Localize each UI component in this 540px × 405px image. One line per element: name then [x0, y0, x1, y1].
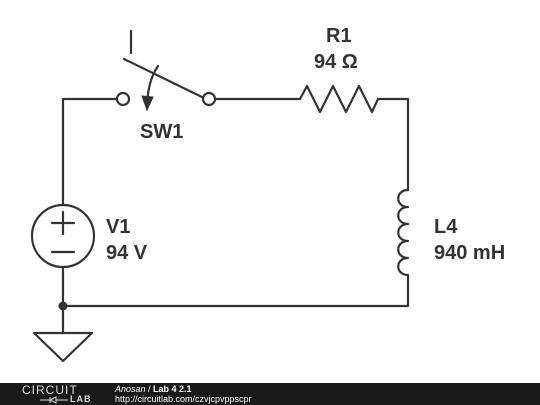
resistor-r1	[298, 84, 380, 114]
logo-text-bottom: LAB	[70, 394, 92, 404]
switch-terminal-left	[115, 91, 131, 107]
wire-left-top	[61, 97, 119, 207]
switch-blade	[122, 57, 208, 101]
circuit-schematic: SW1 R1 94 Ω V1 94 V L4 940 mH	[30, 25, 505, 363]
voltage-source-v1	[30, 203, 96, 269]
footer-bar: CIRCUIT LAB Anosan / Lab 4 2.1 http://ci…	[0, 383, 540, 405]
author-name[interactable]: Anosan	[115, 384, 146, 394]
junction-dot	[58, 301, 68, 311]
source-plus-sign	[50, 210, 76, 236]
inductor-l4	[397, 188, 410, 285]
switch-arrowhead	[141, 95, 154, 112]
meta-separator: /	[145, 384, 154, 394]
logo-text-top: CIRCUIT	[22, 383, 78, 397]
inductor-value-label: 940 mH	[434, 242, 505, 264]
resistor-value-label: 94 Ω	[314, 51, 358, 73]
wire-resistor-inductor	[376, 97, 410, 192]
circuit-title[interactable]: Lab 4 2.1	[153, 384, 192, 394]
switch-name-label: SW1	[140, 121, 183, 143]
logo-circuit-icon	[40, 396, 68, 404]
circuit-meta: Anosan / Lab 4 2.1 http://circuitlab.com…	[115, 384, 252, 404]
source-name-label: V1	[106, 216, 130, 238]
ground-symbol	[32, 331, 94, 363]
source-value-label: 94 V	[106, 242, 148, 264]
wire-bottom	[61, 281, 410, 308]
inductor-name-label: L4	[434, 216, 458, 238]
resistor-name-label: R1	[326, 25, 352, 47]
circuit-url[interactable]: http://circuitlab.com/czvjcpvppscpr	[115, 394, 252, 404]
switch-terminal-right	[201, 91, 217, 107]
circuitlab-logo[interactable]: CIRCUIT LAB	[22, 384, 92, 404]
